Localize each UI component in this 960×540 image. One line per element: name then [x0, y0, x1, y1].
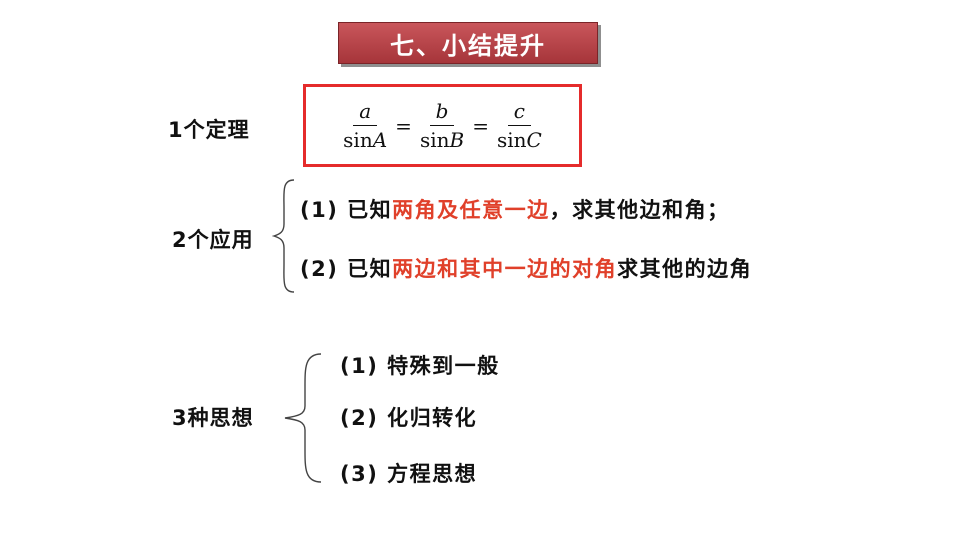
idea-item-3: (3) 方程思想 — [340, 462, 478, 486]
idea-item-2: (2) 化归转化 — [340, 406, 478, 430]
idea-item-1: (1) 特殊到一般 — [340, 354, 500, 378]
highlight-text: 两角及任意一边 — [392, 198, 550, 222]
theorem-label: 1个定理 — [168, 118, 250, 142]
denominator-sin-b: sinB — [419, 128, 465, 152]
section-title-banner: 七、小结提升 — [338, 22, 598, 64]
fraction-a: a sinA — [339, 99, 391, 152]
left-brace-icon — [284, 353, 322, 483]
ideas-label: 3种思想 — [172, 406, 254, 430]
section-title: 七、小结提升 — [390, 31, 546, 60]
numerator-b: b — [429, 99, 455, 126]
application-item-1: (1) 已知两角及任意一边，求其他边和角； — [300, 198, 730, 222]
fraction-b: b sinB — [416, 99, 468, 152]
equals-sign: = — [395, 113, 412, 138]
law-of-sines-formula: a sinA = b sinB = c sinC — [303, 84, 582, 167]
highlight-text: 两边和其中一边的对角 — [392, 257, 618, 281]
denominator-sin-c: sinC — [496, 128, 542, 152]
application-item-2: (2) 已知两边和其中一边的对角求其他的边角 — [300, 257, 753, 281]
denominator-sin-a: sinA — [343, 128, 388, 152]
fraction-c: c sinC — [493, 99, 546, 152]
left-brace-icon — [272, 179, 295, 293]
equals-sign: = — [472, 113, 489, 138]
numerator-c: c — [507, 99, 531, 126]
applications-label: 2个应用 — [172, 228, 254, 252]
numerator-a: a — [353, 99, 378, 126]
